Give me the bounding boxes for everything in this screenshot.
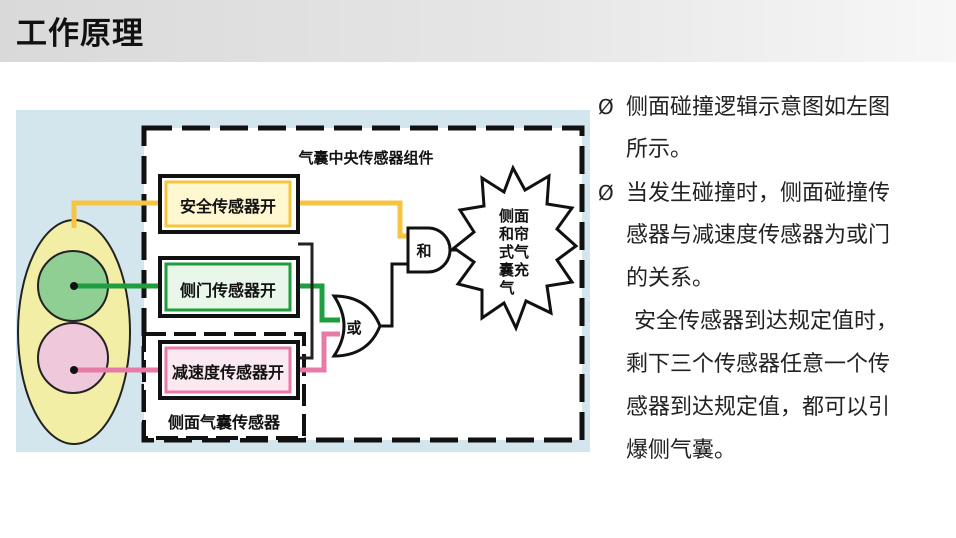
side-sensor-group-label: 侧面气囊传感器 xyxy=(168,413,281,432)
and-gate-label: 和 xyxy=(416,242,431,260)
door-sensor-inner xyxy=(164,262,292,312)
explanation-text: Ø 侧面碰撞逻辑示意图如左图 所示。 Ø 当发生碰撞时，侧面碰撞传 感器与减速度传感… xyxy=(598,90,948,477)
title-bar xyxy=(0,0,956,62)
decel-sensor-dot xyxy=(70,366,78,374)
decel-sensor-inner xyxy=(164,346,292,394)
door-sensor-label: 侧门传感器开 xyxy=(180,281,276,300)
airbag-label-line-1: 侧面 xyxy=(499,207,529,225)
safety-wire-left xyxy=(71,200,160,228)
airbag-label-line-2: 和帘 xyxy=(499,225,529,243)
or-to-and-wire xyxy=(380,262,408,328)
safety-sensor-inner xyxy=(164,180,292,228)
decel-wire-right xyxy=(298,331,340,373)
bullet-1-line-1: Ø 侧面碰撞逻辑示意图如左图 xyxy=(598,90,948,133)
link-wire xyxy=(298,242,314,360)
paragraph-line-1: 安全传感器到达规定值时， xyxy=(634,309,899,334)
slide-title: 工作原理 xyxy=(16,16,144,52)
bullet-marker: Ø xyxy=(598,181,614,205)
decel-sensor-circle xyxy=(37,322,109,394)
bullet-text: 当发生碰撞时，侧面碰撞传 xyxy=(626,181,891,206)
paragraph-line-2: 剩下三个传感器任意一个传 xyxy=(626,352,891,377)
bullet-2-line-2: 感器与减速度传感器为或门 xyxy=(626,223,891,248)
door-wire-right xyxy=(296,283,340,323)
bullet-text: 侧面碰撞逻辑示意图如左图 xyxy=(626,95,891,120)
module-label: 气囊中央传感器组件 xyxy=(297,149,433,167)
airbag-label-line-5: 气 xyxy=(498,279,514,297)
decel-sensor-label: 减速度传感器开 xyxy=(172,363,284,382)
airbag-label-line-3: 式气 xyxy=(499,243,529,261)
or-gate xyxy=(331,294,382,358)
safety-wire-right xyxy=(296,200,408,239)
or-gate-label: 或 xyxy=(346,319,361,337)
bullet-marker: Ø xyxy=(598,95,614,119)
and-gate xyxy=(406,226,452,274)
paragraph-line-3: 感器到达规定值，都可以引 xyxy=(626,395,891,420)
door-sensor-dot xyxy=(70,282,78,290)
bullet-2-line-3: 的关系。 xyxy=(626,266,715,291)
diagram-svg: 气囊中央传感器组件 安全传感器开 侧门传感器开 减速度传感器开 侧面气囊传感器 … xyxy=(16,110,590,452)
airbag-label-line-4: 囊充 xyxy=(498,261,529,279)
safety-sensor-label: 安全传感器开 xyxy=(180,197,276,216)
side-impact-logic-diagram: 气囊中央传感器组件 安全传感器开 侧门传感器开 减速度传感器开 侧面气囊传感器 … xyxy=(16,110,590,452)
bullet-1-line-2: 所示。 xyxy=(626,137,693,162)
airbag-starburst xyxy=(451,164,579,332)
bullet-2-line-1: Ø 当发生碰撞时，侧面碰撞传 xyxy=(598,176,948,219)
paragraph-line-4: 爆侧气囊。 xyxy=(626,438,737,463)
